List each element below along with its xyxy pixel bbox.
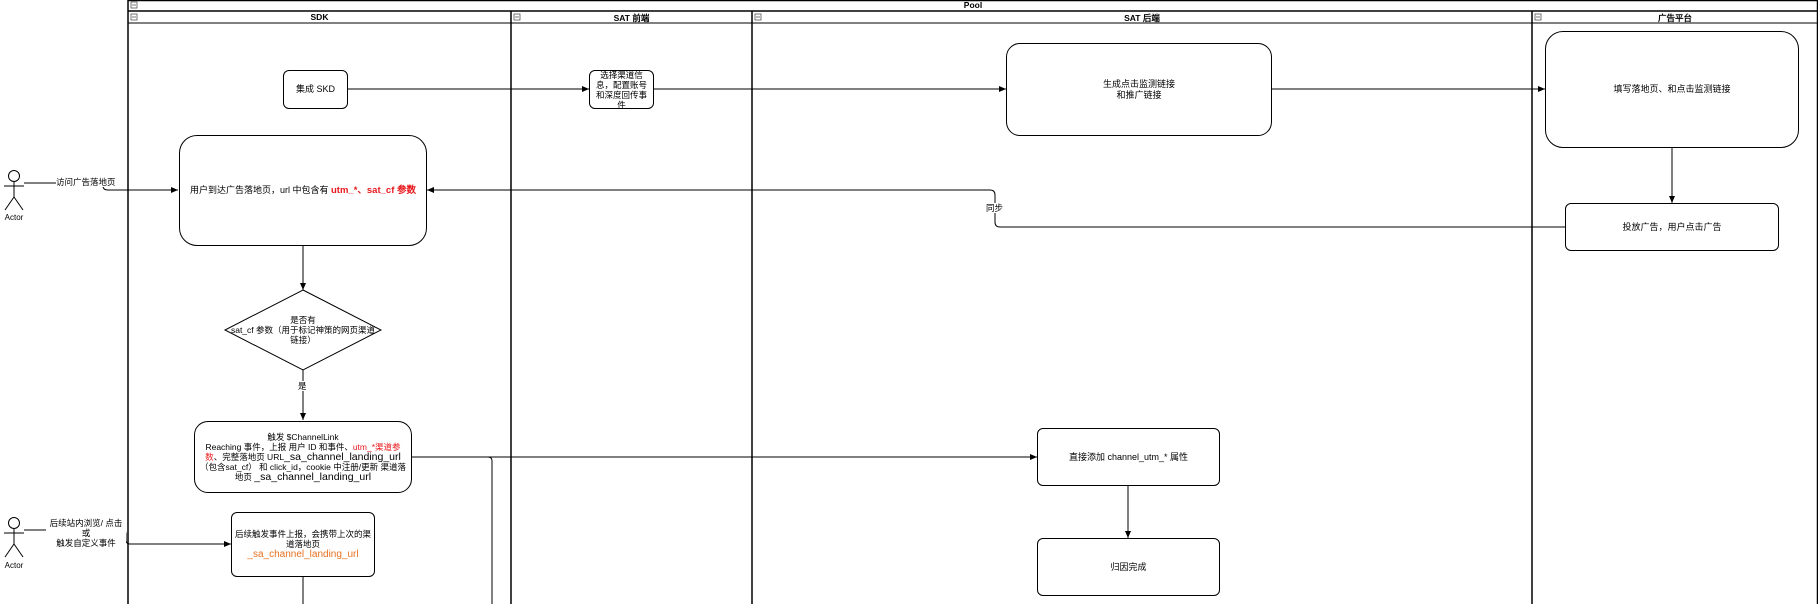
trigger-line3-big: _sa_channel_landing_url (254, 471, 372, 483)
trigger-line2-red: utm_*渠道参数 (205, 442, 401, 462)
actor-label-2: Actor (4, 561, 24, 570)
node-gen-links[interactable]: 生成点击监测链接 和推广链接 (1006, 43, 1272, 136)
node-fill-landing[interactable]: 填写落地页、和点击监测链接 (1545, 31, 1799, 148)
node-arrive-landing[interactable]: 用户到达广告落地页，url 中包含有 utm_*、sat_cf 参数 (179, 135, 427, 246)
node-deliver-ads-text: 投放广告，用户点击广告 (1622, 221, 1722, 232)
edge-label-yes: 是 (298, 381, 307, 391)
node-fill-landing-text: 填写落地页、和点击监测链接 (1613, 84, 1731, 94)
actor-figure-1 (4, 170, 24, 211)
node-integrate-sdk[interactable]: 集成 SKD (283, 70, 348, 109)
node-integrate-sdk-text: 集成 SKD (295, 84, 335, 94)
subsequent-prefix: 后续触发事件上报，会携带上次的渠道落地页 (234, 529, 371, 549)
node-gen-links-text: 生成点击监测链接 和推广链接 (1102, 78, 1175, 100)
lane-title-sat-back: SAT 后端 (1124, 13, 1160, 23)
node-subsequent-events[interactable]: 后续触发事件上报，会携带上次的渠道落地页 _sa_channel_landing… (231, 512, 375, 577)
node-attrib-done-text: 归因完成 (1110, 561, 1147, 572)
node-arrive-landing-prefix: 用户到达广告落地页，url 中包含有 (189, 185, 331, 195)
lane-title-sat-front: SAT 前端 (613, 13, 650, 23)
pool-title: Pool (963, 0, 983, 10)
node-deliver-ads[interactable]: 投放广告，用户点击广告 (1565, 203, 1779, 251)
trigger-line3: （包含sat_cf） 和 click_id，cookie 中注册/更新 渠道落地… (200, 462, 406, 482)
trigger-line2-b: 、完整落地页 URL (213, 452, 285, 462)
node-subsequent-text: 后续触发事件上报，会携带上次的渠道落地页 _sa_channel_landing… (234, 529, 372, 560)
edge-trigger-down (412, 456, 493, 604)
edge-label-subsequent-browse: 后续站内浏览/ 点击或 触发自定义事件 (46, 518, 126, 548)
node-attrib-done[interactable]: 归因完成 (1037, 538, 1220, 596)
edge-label-sync: 同步 (986, 203, 1004, 213)
node-add-utm[interactable]: 直接添加 channel_utm_* 属性 (1037, 428, 1220, 486)
lane-title-ad-platform: 广告平台 (1657, 13, 1692, 23)
edge-label-visit-landing: 访问广告落地页 (56, 177, 116, 187)
node-arrive-landing-text: 用户到达广告落地页，url 中包含有 utm_*、sat_cf 参数 (190, 185, 416, 196)
node-add-utm-text: 直接添加 channel_utm_* 属性 (1068, 451, 1189, 462)
node-arrive-landing-highlight: utm_*、sat_cf 参数 (331, 185, 416, 196)
trigger-line1: 触发 $ChannelLink (267, 432, 339, 442)
actor-label-1: Actor (4, 213, 24, 222)
trigger-line2-big: _sa_channel_landing_url (284, 451, 401, 463)
subsequent-highlight: _sa_channel_landing_url (247, 549, 359, 560)
node-select-channel-text: 选择渠道信息，配置账号和深度回传事件 (595, 69, 647, 110)
lane-title-sdk: SDK (310, 12, 329, 22)
node-select-channel[interactable]: 选择渠道信息，配置账号和深度回传事件 (589, 69, 654, 110)
actor-figure-2 (4, 517, 24, 558)
decision-text: 是否有 sat_cf 参数（用于标记神策的网页渠道链接） (230, 315, 376, 345)
trigger-line2-a: Reaching 事件，上报 用户 ID 和事件、 (205, 442, 353, 452)
